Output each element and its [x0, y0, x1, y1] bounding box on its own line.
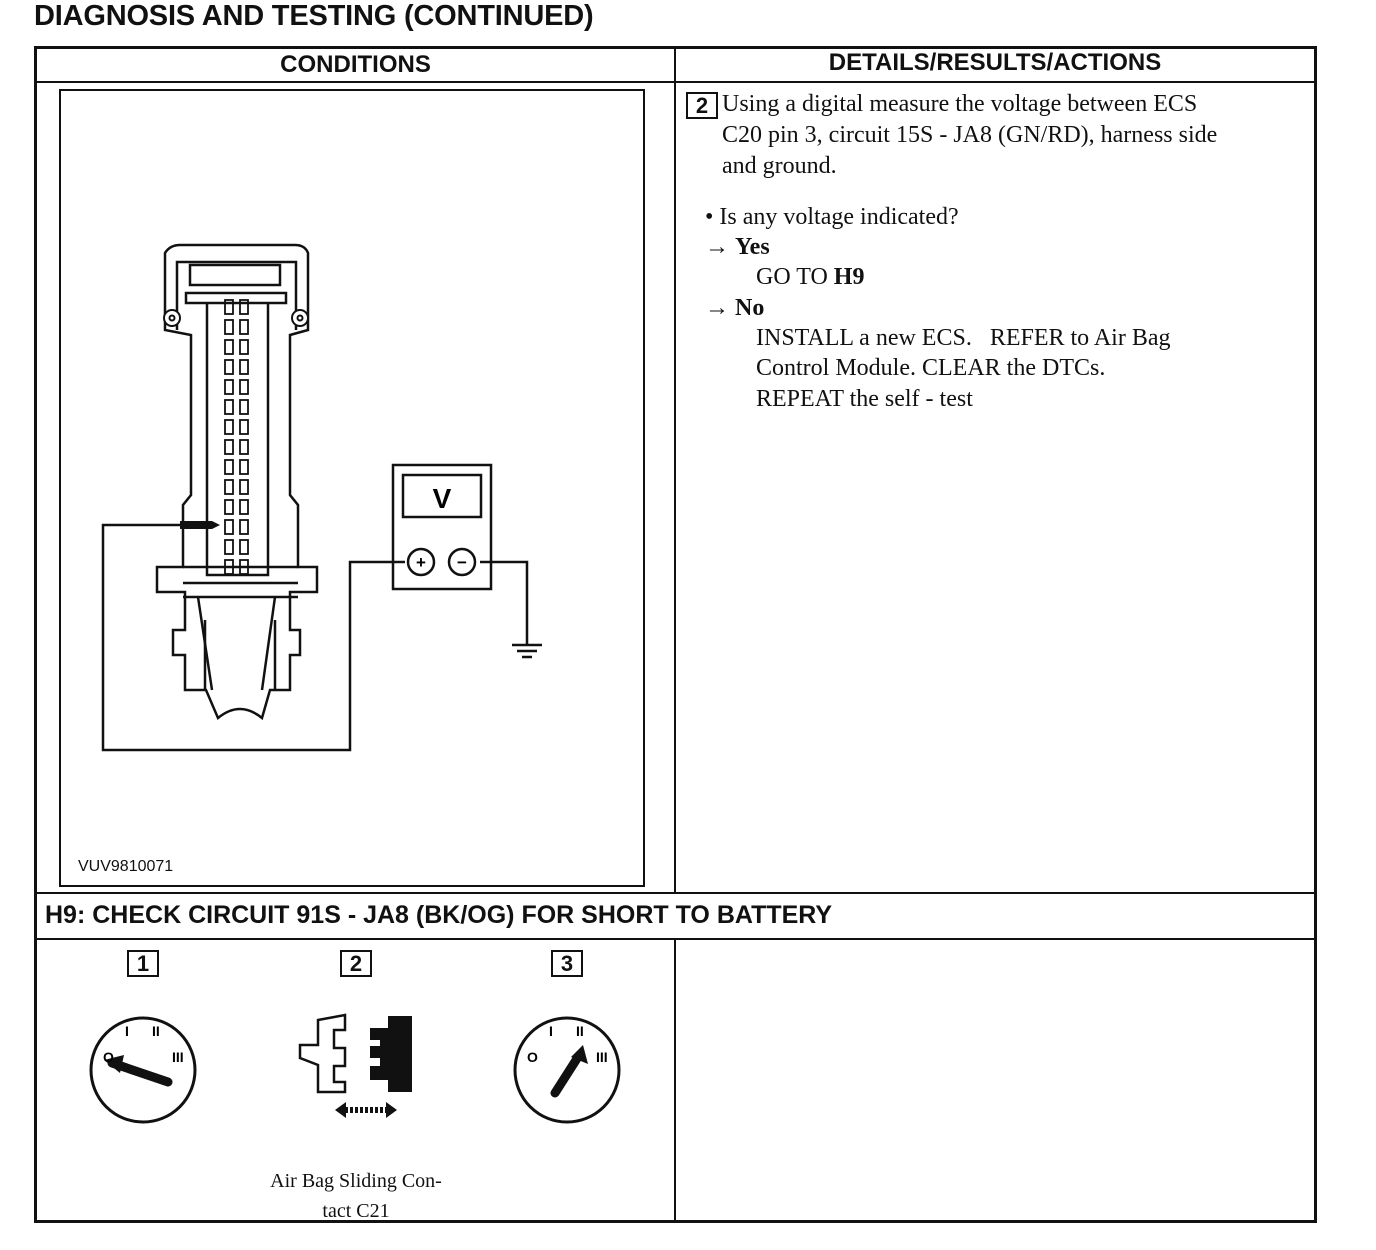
- yes-action-target: H9: [833, 264, 865, 290]
- connector-diagram-frame: [59, 89, 645, 887]
- connector-pins: [224, 299, 249, 575]
- arrow-icon: →: [705, 295, 729, 321]
- voltmeter-body: [391, 463, 493, 591]
- step2-line-3: and ground.: [722, 153, 837, 179]
- minus-sign: −: [457, 553, 467, 572]
- yes-action: GO TO H9: [756, 262, 864, 292]
- connector-housing: [155, 243, 319, 721]
- connector-pin: [224, 499, 234, 515]
- connector-pin: [224, 419, 234, 435]
- page-title: DIAGNOSIS AND TESTING (CONTINUED): [34, 0, 594, 32]
- step2-line-1: Using a digital measure the voltage betw…: [722, 91, 1198, 117]
- step2-question: • Is any voltage indicated?: [705, 204, 959, 230]
- connector-pin: [224, 359, 234, 375]
- connector-pin: [239, 359, 249, 375]
- voltmeter-plus-terminal: [406, 547, 436, 577]
- switch-mark-ii: II: [576, 1023, 584, 1039]
- connector-pin: [224, 459, 234, 475]
- step2-line-2: C20 pin 3, circuit 15S - JA8 (GN/RD), ha…: [722, 122, 1218, 148]
- disconnect-connector-icon: [298, 1013, 412, 1118]
- connector-pin: [239, 459, 249, 475]
- connector-pin: [224, 399, 234, 415]
- switch-mark-iii: III: [172, 1049, 184, 1065]
- switch-mark-o: O: [103, 1049, 114, 1065]
- ground-symbol: [512, 643, 542, 659]
- yes-action-prefix: GO TO: [756, 264, 834, 290]
- connector-pin: [224, 479, 234, 495]
- connector-pin: [239, 339, 249, 355]
- connector-pin: [239, 319, 249, 335]
- connector-pin: [224, 439, 234, 455]
- negative-lead-wire: [480, 560, 529, 645]
- switch-mark-i: I: [125, 1023, 129, 1039]
- ignition-switch-off-icon: O I II III: [89, 1016, 197, 1124]
- connector-pin: [239, 419, 249, 435]
- caption-line-1: Air Bag Sliding Con-: [270, 1170, 442, 1192]
- conditions-header: CONDITIONS: [280, 51, 431, 78]
- no-label: No: [735, 295, 765, 321]
- connector-pin: [224, 299, 234, 315]
- switch-mark-ii: II: [152, 1023, 160, 1039]
- positive-lead-wire: [101, 523, 405, 752]
- connector-pin: [224, 379, 234, 395]
- connector-pin: [239, 299, 249, 315]
- h9-step-3-box: 3: [551, 950, 583, 977]
- yes-branch: → Yes: [705, 232, 770, 262]
- no-action-line-3: REPEAT the self - test: [756, 386, 973, 412]
- h9-section-title: H9: CHECK CIRCUIT 91S - JA8 (BK/OG) FOR …: [45, 901, 833, 929]
- arrow-icon: →: [705, 234, 729, 260]
- step-number-box: 2: [686, 92, 718, 119]
- details-header: DETAILS/RESULTS/ACTIONS: [828, 49, 1162, 76]
- voltmeter-display: [401, 473, 483, 519]
- h9-step-1-box: 1: [127, 950, 159, 977]
- yes-label: Yes: [735, 234, 770, 260]
- connector-pin: [224, 559, 234, 575]
- table-right-border: [1314, 46, 1317, 1223]
- connector-pin: [239, 379, 249, 395]
- switch-mark-o: O: [527, 1049, 538, 1065]
- no-branch: → No: [705, 293, 764, 323]
- figure-code: VUV9810071: [78, 858, 174, 875]
- connector-pin: [224, 519, 234, 535]
- connector-pin: [239, 399, 249, 415]
- probe-tip: [180, 521, 220, 529]
- connector-pin: [239, 439, 249, 455]
- connector-pin: [224, 319, 234, 335]
- voltmeter-minus-terminal: [447, 547, 477, 577]
- caption-line-2: tact C21: [322, 1200, 390, 1222]
- h9-caption: Air Bag Sliding Con- tact C21: [236, 1166, 476, 1226]
- no-action-line-1: INSTALL a new ECS. REFER to Air Bag: [756, 325, 1171, 351]
- voltmeter-label: V: [433, 483, 452, 514]
- switch-mark-i: I: [549, 1023, 553, 1039]
- no-action-line-2: Control Module. CLEAR the DTCs.: [756, 355, 1106, 381]
- table-left-border: [34, 46, 37, 1223]
- plus-sign: +: [416, 553, 426, 572]
- column-divider-upper: [674, 46, 676, 894]
- connector-pin: [239, 539, 249, 555]
- ignition-switch-run-icon: O I II III: [513, 1016, 621, 1124]
- connector-pin: [239, 559, 249, 575]
- column-divider-lower: [674, 938, 676, 1223]
- connector-pin: [239, 519, 249, 535]
- switch-mark-iii: III: [596, 1049, 608, 1065]
- h9-step-2-box: 2: [340, 950, 372, 977]
- connector-pin: [239, 479, 249, 495]
- connector-pin: [224, 339, 234, 355]
- connector-pin: [239, 499, 249, 515]
- connector-pin: [224, 539, 234, 555]
